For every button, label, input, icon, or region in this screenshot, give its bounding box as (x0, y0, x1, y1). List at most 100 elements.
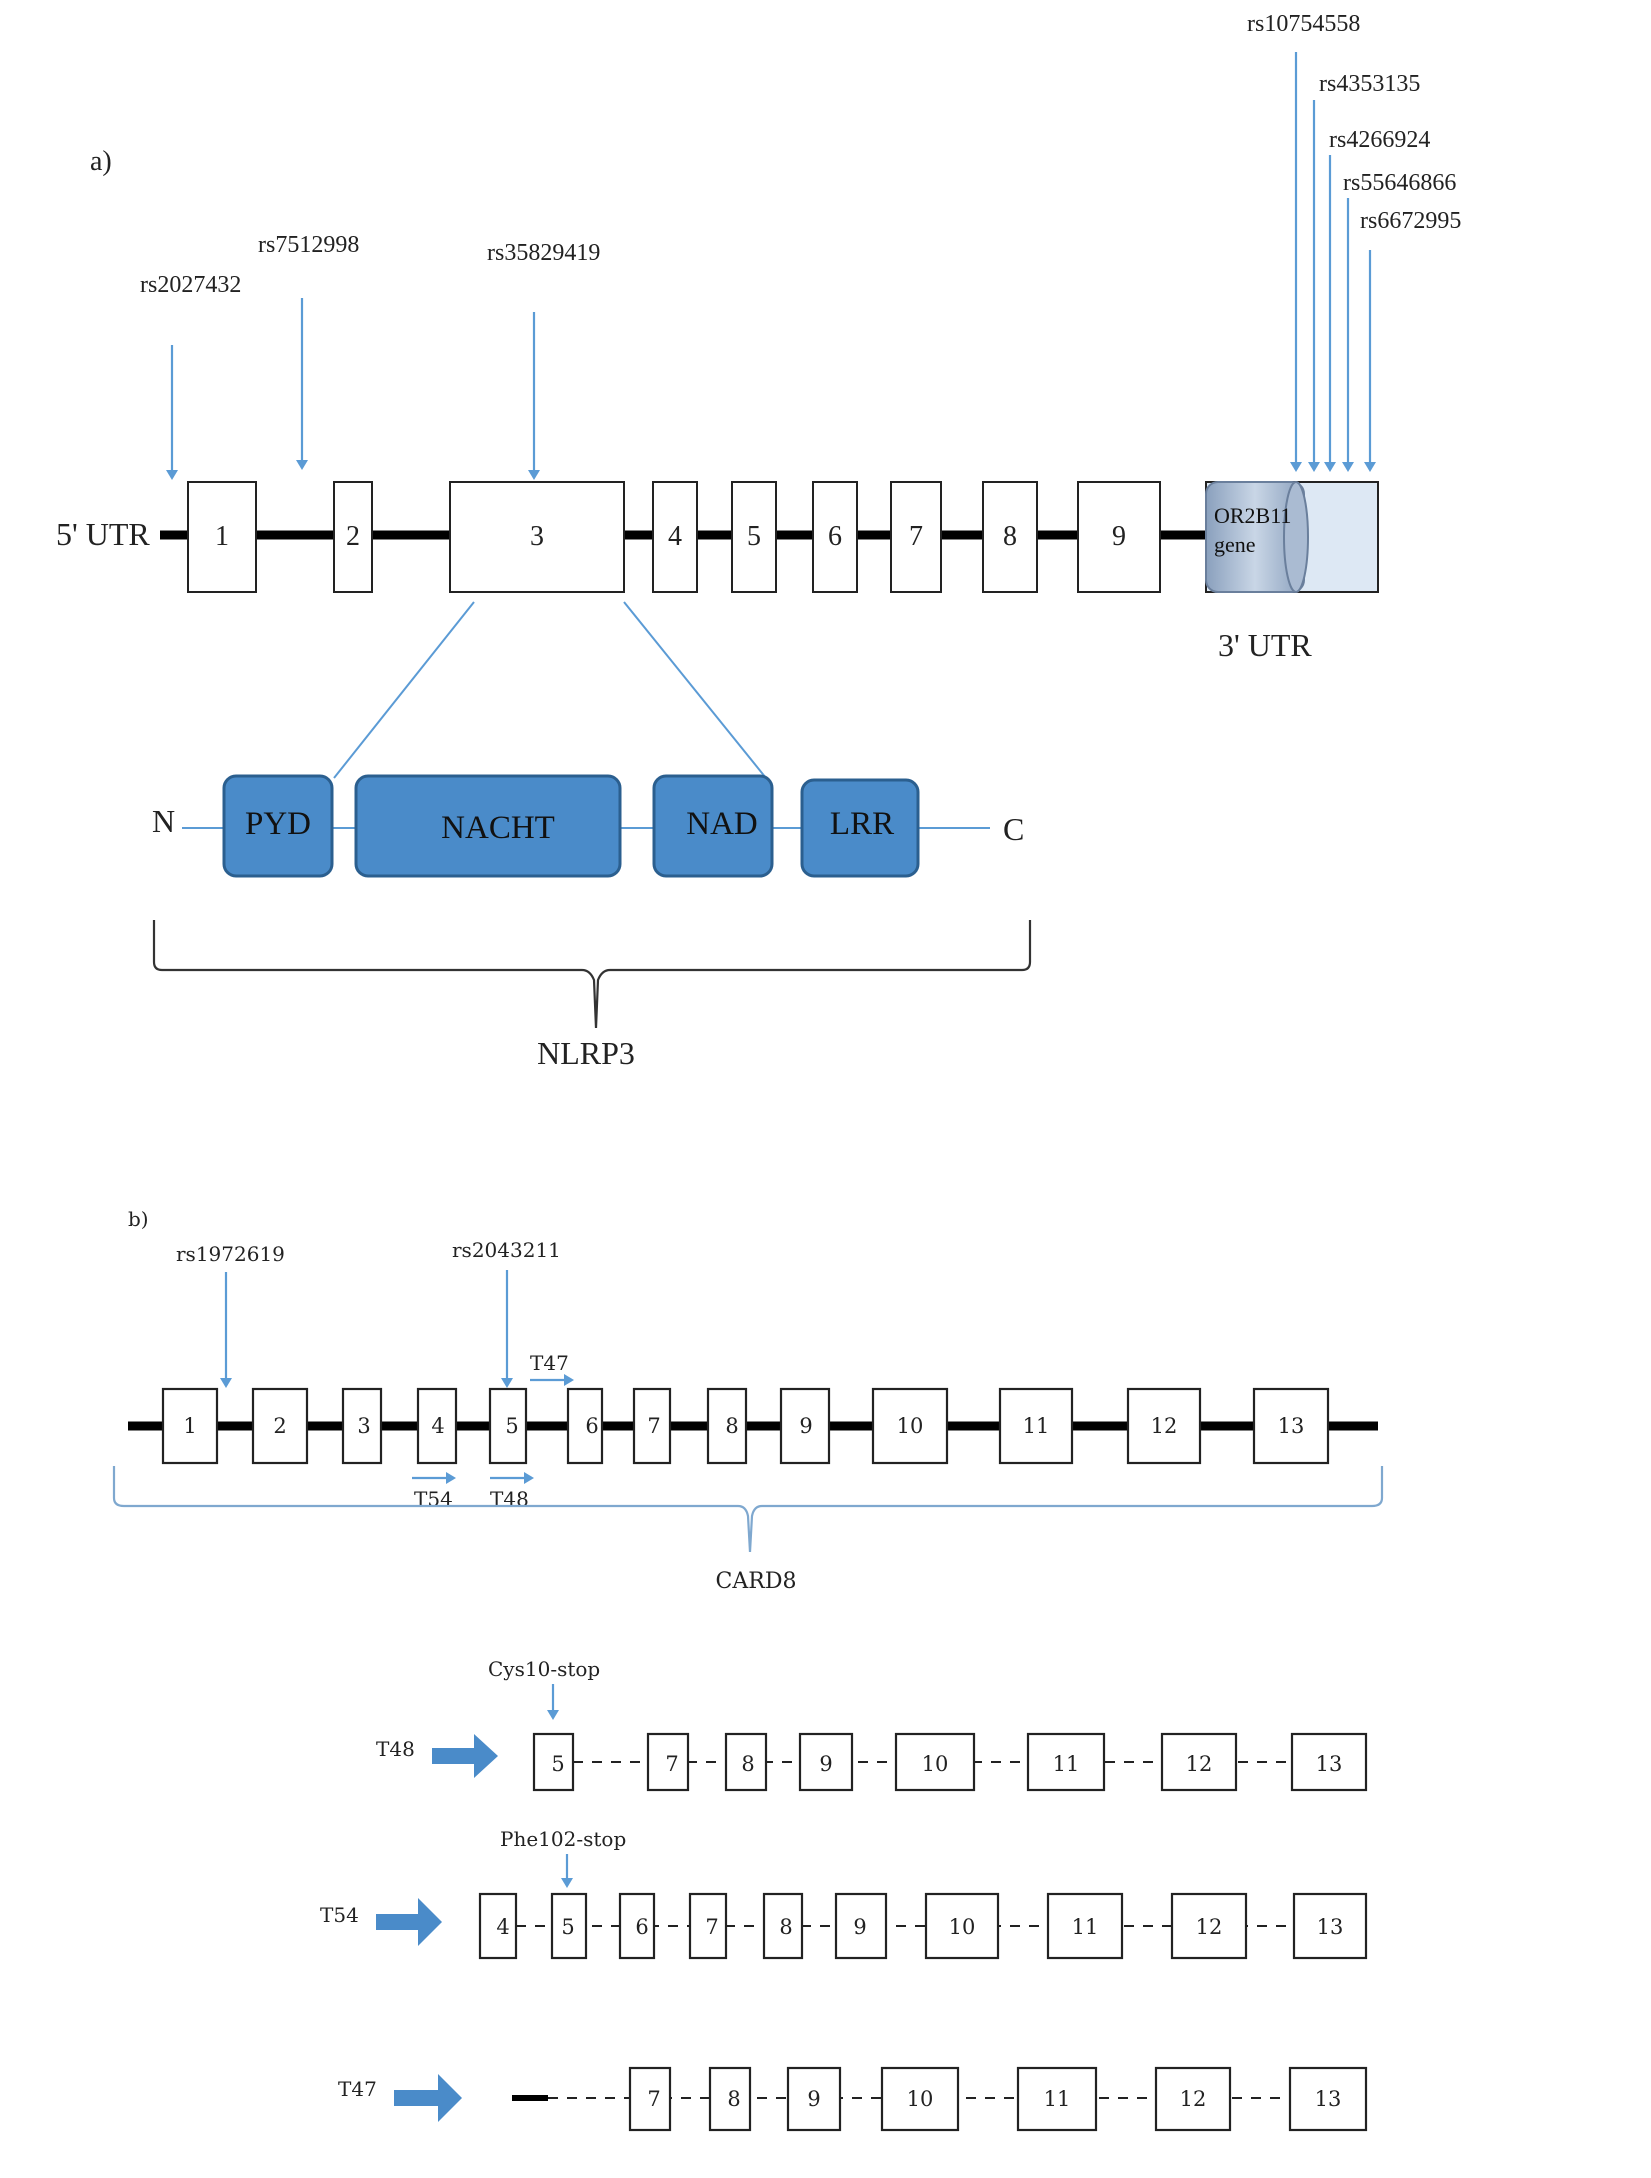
exon: 7 (890, 481, 942, 593)
exon-number: 13 (1316, 1752, 1343, 1776)
exon: 13 (1252, 1387, 1330, 1465)
exon: 8 (708, 2066, 752, 2132)
exon-number: 7 (647, 1414, 660, 1438)
transcript-t48: Cys10-stop T48 5 7 8 9 10 11 12 13 (376, 1657, 1368, 1792)
exon: 4 (478, 1892, 518, 1960)
exon: 13 (1290, 1732, 1368, 1792)
exon-number: 9 (807, 2087, 820, 2111)
or2b11-gene-region: OR2B11 gene (1205, 481, 1379, 593)
transcript-name: T48 (376, 1737, 415, 1761)
snp-label: rs1972619 (176, 1242, 285, 1266)
utr3-label: 3' UTR (1218, 627, 1312, 663)
exon: 5 (731, 481, 777, 593)
exon-number: 11 (1053, 1752, 1080, 1776)
domain-nacht-label: NACHT (441, 810, 555, 846)
protein-nlrp3: N C PYD NACHT NAD LRR (152, 774, 1024, 878)
domain-nad (652, 774, 774, 878)
exon: 6 (618, 1892, 656, 1960)
exon: 3 (341, 1387, 383, 1465)
exon-number: 4 (668, 521, 682, 552)
exon-number: 5 (505, 1414, 518, 1438)
primer-label: T54 (414, 1487, 453, 1511)
exon-number: 3 (357, 1414, 370, 1438)
transcript-arrow (394, 2074, 462, 2122)
exon: 9 (779, 1387, 831, 1465)
connector-line (333, 601, 475, 779)
mutation-label: Phe102-stop (500, 1827, 626, 1851)
transcript-name: T54 (320, 1903, 359, 1927)
exon: 11 (1046, 1892, 1124, 1960)
exon: 8 (724, 1732, 768, 1792)
exon-number: 3 (530, 521, 544, 552)
exon: 8 (762, 1892, 804, 1960)
exon-number: 10 (907, 2087, 934, 2111)
exon-number: 8 (741, 1752, 754, 1776)
exon-number: 2 (346, 521, 360, 552)
exon-number: 12 (1186, 1752, 1213, 1776)
exon: 5 (532, 1732, 575, 1792)
exon: 7 (646, 1732, 690, 1792)
exon-number: 8 (725, 1414, 738, 1438)
exon-number: 1 (183, 1414, 196, 1438)
exon-number: 9 (1112, 521, 1126, 552)
panel-a: a) rs2027432 rs7512998 rs35829419 rs1075… (56, 11, 1461, 1071)
or2b11-gene-word: gene (1214, 532, 1256, 557)
card8-brace (112, 1466, 1384, 1553)
domain-pyd-label: PYD (245, 806, 311, 842)
snp-label: rs4353135 (1319, 71, 1420, 97)
exon: 13 (1292, 1892, 1368, 1960)
exon-number: 9 (853, 1915, 866, 1939)
exon: 10 (880, 2066, 960, 2132)
exon-number: 8 (779, 1915, 792, 1939)
exon: 8 (706, 1387, 748, 1465)
exon-number: 7 (705, 1915, 718, 1939)
exon: 1 (187, 481, 257, 593)
transcript-name: T47 (338, 2077, 377, 2101)
exon-number: 9 (799, 1414, 812, 1438)
exon-number: 12 (1180, 2087, 1207, 2111)
snp-label: rs55646866 (1343, 170, 1456, 196)
exon: 7 (632, 1387, 672, 1465)
exon: 12 (1154, 2066, 1232, 2132)
exon: 1 (161, 1387, 219, 1465)
exon-number: 6 (828, 521, 842, 552)
exon: 9 (1077, 481, 1161, 593)
transcript-t47: T47 7 8 9 10 11 12 13 (338, 2066, 1368, 2132)
transcript-t54: Phe102-stop T54 4 5 6 7 8 9 10 11 12 13 (320, 1827, 1368, 1960)
snp-label: rs2043211 (452, 1238, 561, 1262)
utr5-label: 5' UTR (56, 516, 150, 552)
exon-number: 5 (747, 521, 761, 552)
panel-b: b) rs1972619 rs2043211 T47 T54 T48 1 2 3… (112, 1207, 1384, 2132)
exon-number: 10 (949, 1915, 976, 1939)
exon: 7 (628, 2066, 672, 2132)
transcript-arrow (432, 1734, 498, 1778)
exon: 12 (1126, 1387, 1202, 1465)
exon-number: 13 (1315, 2087, 1342, 2111)
exon: 2 (333, 481, 373, 593)
exon: 8 (982, 481, 1038, 593)
exon-number: 5 (551, 1752, 564, 1776)
primer-label: T48 (490, 1487, 529, 1511)
card8-label: CARD8 (716, 1569, 797, 1594)
domain-nacht (354, 774, 622, 878)
exon: 4 (652, 481, 698, 593)
exon-number: 11 (1044, 2087, 1071, 2111)
exon: 9 (834, 1892, 888, 1960)
exon: 12 (1160, 1732, 1238, 1792)
exon: 3 (449, 481, 625, 593)
exon: 9 (798, 1732, 854, 1792)
mutation-label: Cys10-stop (488, 1657, 600, 1681)
exon-number: 5 (561, 1915, 574, 1939)
domain-lrr (800, 778, 920, 878)
snp-label: rs10754558 (1247, 11, 1360, 37)
exon: 10 (894, 1732, 976, 1792)
nlrp3-label: NLRP3 (537, 1035, 635, 1071)
exon: 11 (1026, 1732, 1106, 1792)
exon: 5 (550, 1892, 588, 1960)
exon-number: 10 (897, 1414, 924, 1438)
exon-number: 11 (1023, 1414, 1050, 1438)
exon: 7 (688, 1892, 728, 1960)
primer-label: T47 (530, 1351, 569, 1375)
exon: 13 (1288, 2066, 1368, 2132)
